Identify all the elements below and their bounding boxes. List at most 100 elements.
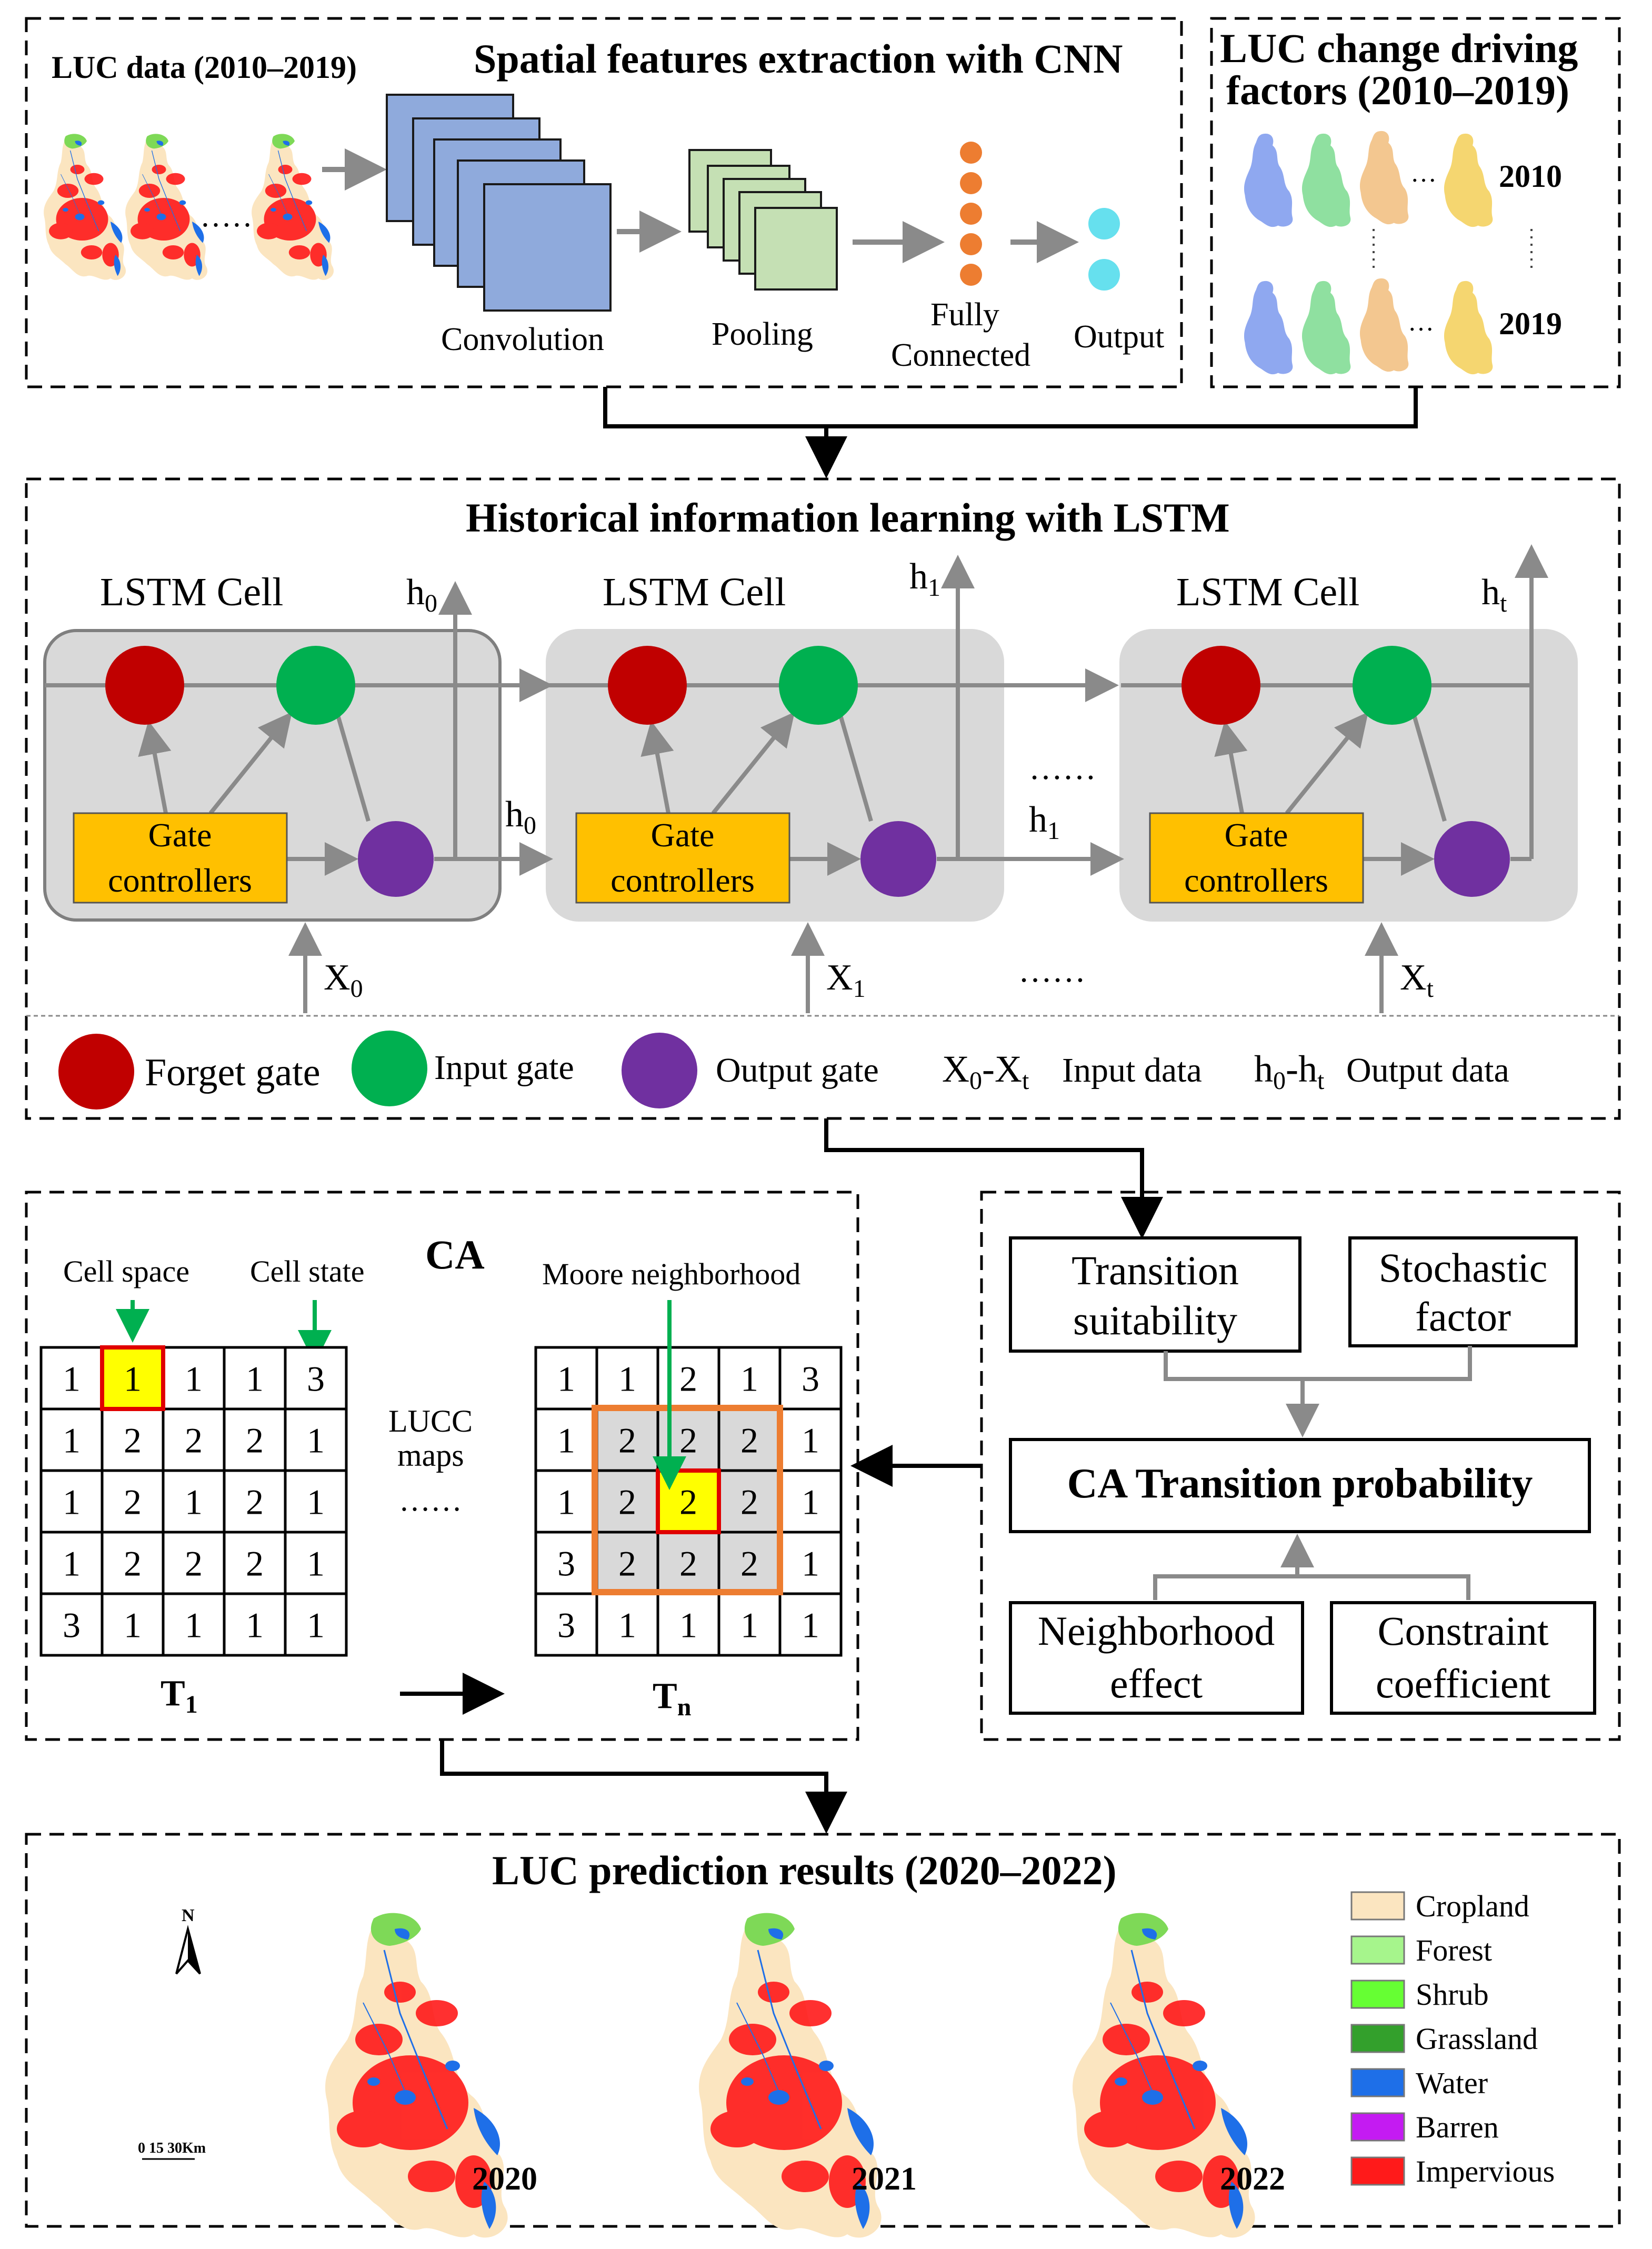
grid-cell-value: 1 [557, 1421, 575, 1461]
legend-output-data-symbol: h0-ht [1254, 1048, 1325, 1095]
grid-cell-value: 1 [307, 1482, 325, 1522]
grid-cell-value: 2 [246, 1544, 264, 1584]
grid-cell-value: 2 [124, 1544, 142, 1584]
grid-cell-value: 1 [802, 1544, 819, 1584]
grid-cell-value: 1 [185, 1482, 203, 1522]
grid-cell-value: 1 [124, 1605, 142, 1645]
lstm-output-h0: h0 [406, 572, 437, 617]
legend-label: Grassland [1416, 2022, 1538, 2056]
lstm-cell-1-label: LSTM Cell [100, 570, 283, 614]
grid-cell-value: 1 [307, 1544, 325, 1584]
grid-cell [223, 1407, 287, 1472]
grid-cell-value: 1 [679, 1605, 697, 1645]
driver-factor-maps-2010 [1244, 131, 1493, 227]
lstm-dots-bottom: …… [1018, 952, 1086, 989]
lstm-title: Historical information learning with LST… [466, 495, 1230, 541]
moore-neighborhood-box [592, 1405, 783, 1595]
lucc-maps-dots: …… [399, 1483, 462, 1517]
grid-cell-value: 1 [618, 1359, 636, 1399]
lstm-input-x1: X1 [826, 957, 866, 1003]
lstm-cell-2-label: LSTM Cell [603, 570, 786, 614]
grid-cell-value: 1 [802, 1605, 819, 1645]
grid-cell [284, 1469, 348, 1534]
grid-cell [162, 1592, 226, 1657]
grid-cell-value: 1 [740, 1605, 758, 1645]
stochastic-factor-box [1348, 1236, 1578, 1347]
legend-swatch [1350, 2024, 1405, 2053]
legend-label: Impervious [1416, 2154, 1555, 2188]
grid-cell [162, 1531, 226, 1595]
grid-cell-value: 2 [246, 1421, 264, 1461]
legend-output-gate-icon [622, 1033, 697, 1108]
grid-cell-value: 1 [307, 1421, 325, 1461]
connector-bottom-factors [1153, 1574, 1470, 1600]
lstm-cell-3-label: LSTM Cell [1176, 570, 1359, 614]
drivers-dots-top: … [1410, 158, 1437, 187]
grid-cell [284, 1346, 348, 1411]
convolution-layers [386, 94, 612, 312]
grid-cell [534, 1346, 598, 1411]
grid-cell [717, 1531, 782, 1595]
gate-controllers-2-line1: Gate [651, 816, 715, 854]
grid-cell [101, 1407, 165, 1472]
ca-transition-probability-label: CA Transition probability [1067, 1461, 1533, 1507]
grid-cell-value: 1 [185, 1359, 203, 1399]
grid-cell [778, 1407, 843, 1472]
constraint-coefficient-box [1330, 1601, 1596, 1715]
legend-input-gate-label: Input gate [434, 1048, 574, 1087]
constraint-coefficient-line2: coefficient [1376, 1661, 1550, 1706]
cnn-panel-border [25, 17, 1183, 388]
grid-cell-value: 1 [618, 1605, 636, 1645]
constraint-coefficient-line1: Constraint [1378, 1608, 1549, 1654]
connector-top-panels [603, 387, 1418, 428]
lstm-hidden-h0: h0 [505, 794, 536, 839]
scale-bar-label: 0 15 30Km [138, 2140, 206, 2156]
legend-label: Forest [1416, 1933, 1492, 1967]
prediction-year-2022: 2022 [1220, 2161, 1285, 2197]
forget-gate-2 [608, 646, 687, 725]
grid-cell-value: 2 [618, 1544, 636, 1584]
drivers-dots-bottom: … [1408, 307, 1434, 336]
grid-cell [534, 1407, 598, 1472]
grid-cell-value: 3 [63, 1605, 81, 1645]
grid-cell-value: 2 [185, 1421, 203, 1461]
drivers-title-line1: LUC change driving [1220, 25, 1578, 71]
legend-swatch [1350, 1891, 1405, 1921]
luc-data-label: LUC data (2010–2019) [52, 50, 357, 85]
neighborhood-effect-line2: effect [1110, 1661, 1203, 1706]
legend-swatch [1350, 2068, 1405, 2097]
legend-forget-gate-icon [58, 1034, 134, 1109]
stochastic-factor-line1: Stochastic [1379, 1245, 1548, 1291]
drivers-year-2010: 2010 [1499, 159, 1562, 194]
input-gate-3 [1353, 646, 1431, 725]
grid-cell [717, 1407, 782, 1472]
output-gate-1 [358, 821, 434, 897]
prediction-year-2020: 2020 [472, 2161, 537, 2197]
highlighted-cell-border [656, 1468, 721, 1534]
fully-connected-label-2: Connected [891, 337, 1030, 373]
input-gate-1 [276, 646, 355, 725]
tn-label: Tn [653, 1676, 691, 1721]
lstm-output-ht: ht [1481, 572, 1507, 617]
legend-swatch [1350, 2156, 1405, 2186]
neighborhood-effect-box [1009, 1601, 1304, 1715]
grid-cell [778, 1592, 843, 1657]
grid-cell [223, 1531, 287, 1595]
grid-cell-value: 3 [802, 1359, 819, 1399]
grid-cell-value: 2 [679, 1482, 697, 1522]
input-gate-2 [779, 646, 858, 725]
output-gate-3 [1434, 821, 1510, 897]
neighborhood-effect-line1: Neighborhood [1038, 1608, 1275, 1654]
forget-gate-1 [105, 646, 184, 725]
moore-neighborhood-label: Moore neighborhood [542, 1257, 800, 1291]
gate-controllers-3 [1149, 812, 1364, 904]
gate-controllers-2 [575, 812, 790, 904]
grid-cell-value: 2 [124, 1421, 142, 1461]
legend-swatch [1350, 1935, 1405, 1965]
cell-state-label: Cell state [250, 1254, 364, 1288]
lstm-input-x0: X0 [324, 957, 363, 1003]
lstm-hidden-h1: h1 [1029, 799, 1060, 845]
legend-label: Barren [1416, 2110, 1499, 2144]
lucc-maps-label-2: maps [397, 1438, 464, 1473]
